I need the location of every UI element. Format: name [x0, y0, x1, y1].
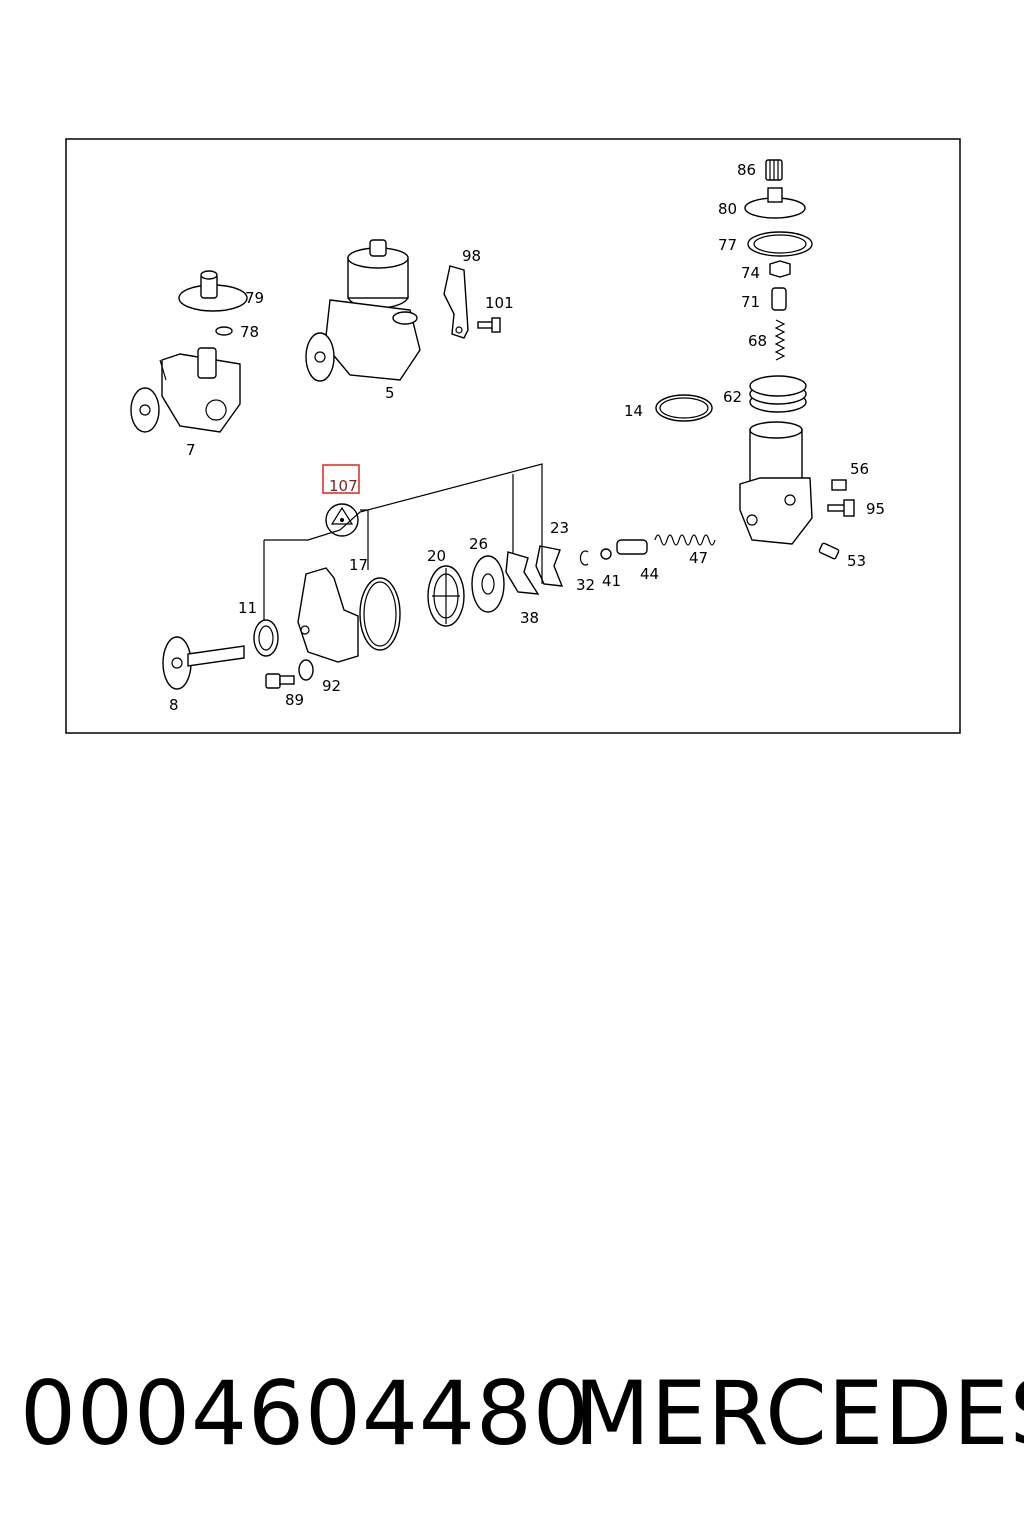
part-17-o-ring: [359, 577, 401, 651]
callout-8: 8: [169, 696, 179, 714]
part-95-bolt: [827, 499, 855, 517]
part-7-pump: [130, 270, 248, 433]
part-71-sleeve: [771, 287, 787, 311]
callout-71: 71: [741, 293, 760, 311]
part-8-shaft: [162, 636, 245, 690]
callout-80: 80: [718, 200, 737, 218]
part-26-rotor: [471, 555, 505, 613]
callout-101: 101: [485, 294, 514, 312]
callout-95: 95: [866, 500, 885, 518]
part-5-pump-reservoir: [305, 239, 421, 382]
callout-98: 98: [462, 247, 481, 265]
part-107-cover: [325, 503, 359, 537]
part-62-valve-cover: [749, 375, 807, 413]
callout-53: 53: [847, 552, 866, 570]
part-47-spring: [654, 534, 716, 546]
callout-38: 38: [520, 609, 539, 627]
callout-62: 62: [723, 388, 742, 406]
callout-44: 44: [640, 565, 659, 583]
callout-86: 86: [737, 161, 756, 179]
callout-32: 32: [576, 576, 595, 594]
callout-14: 14: [624, 402, 643, 420]
callout-68: 68: [748, 332, 767, 350]
callout-26: 26: [469, 535, 488, 553]
valve-housing: [739, 421, 813, 545]
highlight-box: [322, 464, 360, 494]
diagram-frame: [65, 138, 961, 734]
callout-89: 89: [285, 691, 304, 709]
part-38-plate: [505, 551, 540, 595]
part-23-plate: [535, 545, 564, 587]
part-53-plug: [818, 542, 840, 560]
part-20-cam-ring: [427, 565, 465, 627]
part-86-nut: [765, 159, 783, 181]
callout-11: 11: [238, 599, 257, 617]
leader-lines: [263, 463, 543, 620]
callout-7: 7: [186, 441, 196, 459]
part-main-housing: [297, 567, 359, 663]
part-44-spool: [616, 539, 648, 555]
part-68-spring: [774, 319, 786, 361]
part-98-bracket: [443, 265, 469, 339]
callout-47: 47: [689, 549, 708, 567]
part-number: 0004604480: [20, 1362, 590, 1465]
part-41-ring: [600, 548, 612, 560]
callout-74: 74: [741, 264, 760, 282]
part-32-clip: [579, 550, 589, 566]
brand-name: MERCEDES: [574, 1362, 1024, 1465]
callout-41: 41: [602, 572, 621, 590]
callout-78: 78: [240, 323, 259, 341]
part-11-seal: [253, 619, 279, 657]
part-74-nut: [769, 260, 791, 278]
part-89-bolt: [265, 673, 295, 689]
part-92-washer: [298, 659, 314, 681]
callout-5: 5: [385, 384, 395, 402]
callout-79: 79: [245, 289, 264, 307]
callout-77: 77: [718, 236, 737, 254]
callout-107: 107: [329, 477, 358, 495]
callout-20: 20: [427, 547, 446, 565]
part-101-bolt: [477, 317, 501, 333]
callout-23: 23: [550, 519, 569, 537]
part-80-cap: [744, 187, 806, 219]
callout-17: 17: [349, 556, 368, 574]
part-77-gasket: [747, 231, 813, 257]
callout-92: 92: [322, 677, 341, 695]
part-14-o-ring: [655, 394, 713, 422]
callout-56: 56: [850, 460, 869, 478]
part-56-fitting: [831, 479, 847, 491]
